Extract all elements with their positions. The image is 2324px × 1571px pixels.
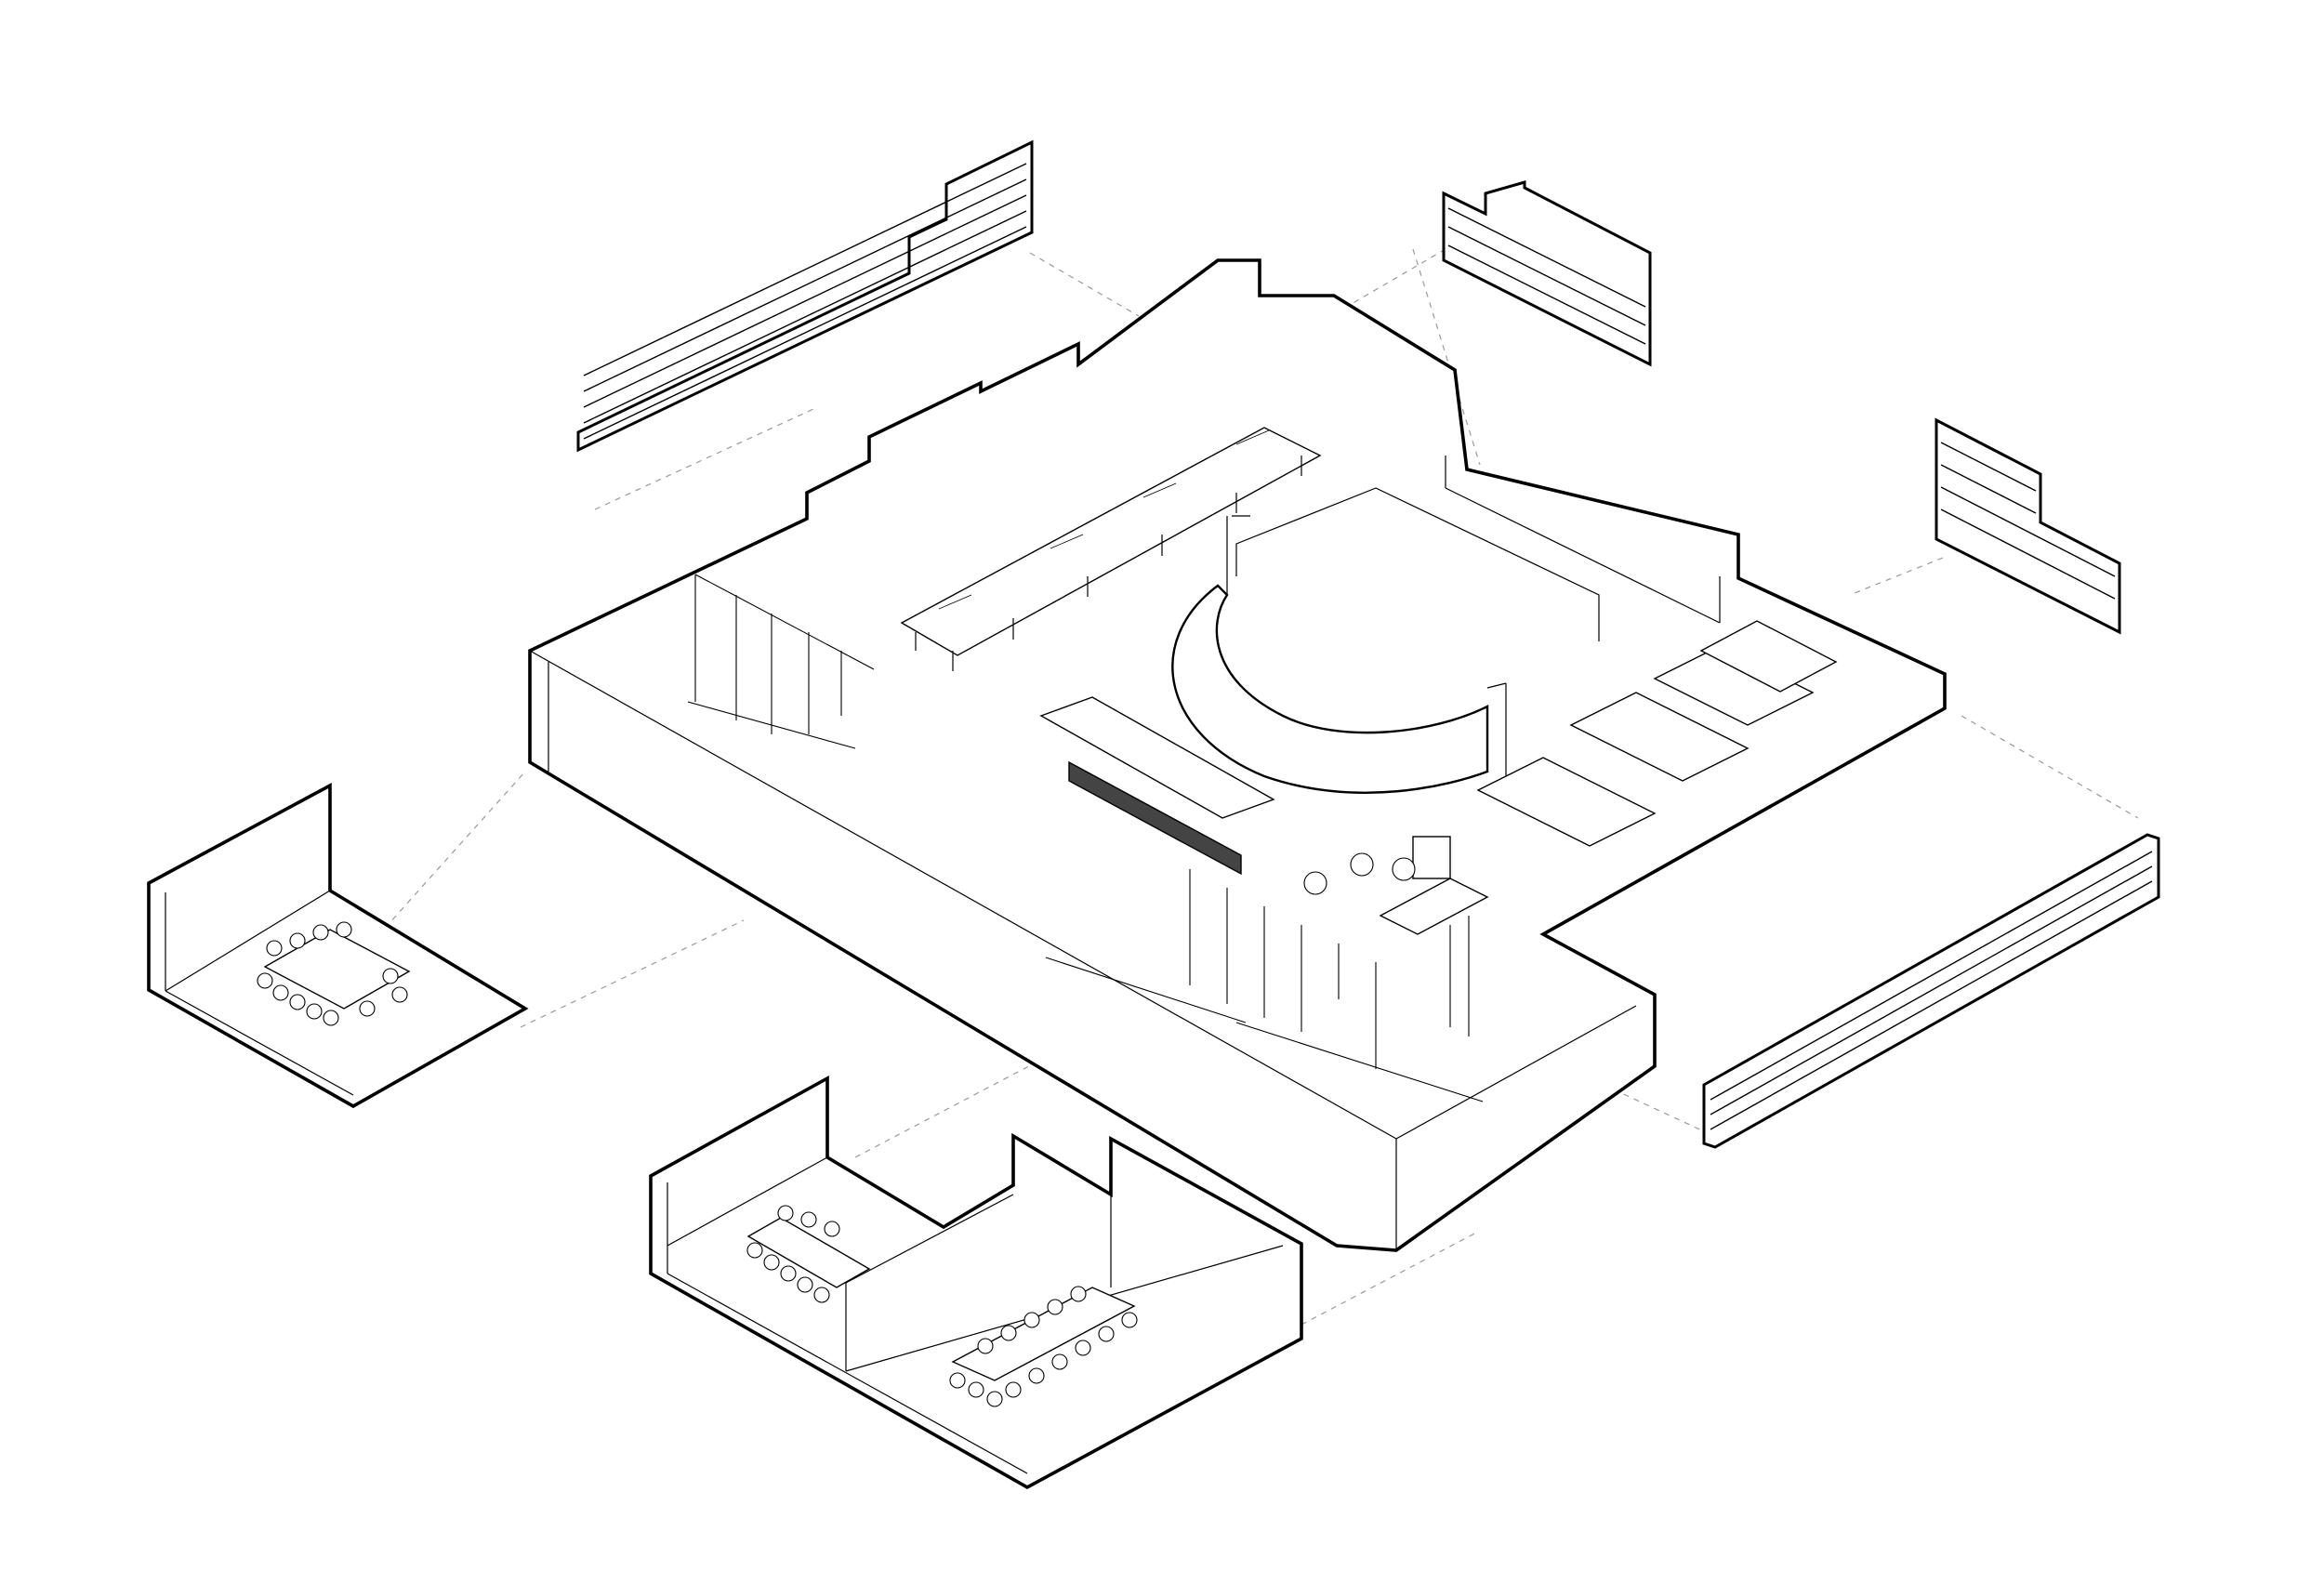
curved-slat-enclosure	[1171, 455, 1721, 794]
projection-line	[520, 919, 745, 1028]
bookshelf-top-left	[576, 139, 1034, 453]
work-tables-right	[1476, 620, 1838, 847]
glass-partition-left	[687, 574, 875, 749]
meeting-table	[257, 921, 411, 1026]
long-counter	[1039, 696, 1275, 876]
main-floor	[528, 258, 1947, 1252]
bookshelf-right-lower	[1702, 833, 2160, 1149]
shelf-grid	[583, 163, 1027, 440]
floor-edge-lines	[529, 650, 1637, 1250]
bookshelf-top-middle	[1442, 180, 1652, 367]
glass-partition-lower	[1045, 869, 1484, 1102]
shelf-grid	[1940, 442, 2116, 600]
projection-line	[1589, 1077, 1721, 1140]
projection-line	[1849, 557, 1944, 596]
shelf-grid	[1710, 851, 2153, 1130]
bookshelf-right-upper	[1934, 417, 2121, 635]
meeting-table	[949, 1286, 1138, 1407]
projection-line	[1412, 248, 1481, 466]
projection-line	[854, 1059, 1042, 1158]
projection-line	[1338, 248, 1446, 312]
shelf-grid	[1447, 207, 1646, 345]
work-tables-back	[900, 427, 1322, 671]
meeting-rooms-bottom	[649, 1075, 1303, 1490]
meeting-room-left	[147, 782, 529, 1109]
projection-line	[1029, 252, 1140, 317]
meeting-table	[746, 1205, 871, 1303]
projection-line	[1961, 715, 2139, 819]
lounge-area	[1303, 836, 1489, 935]
